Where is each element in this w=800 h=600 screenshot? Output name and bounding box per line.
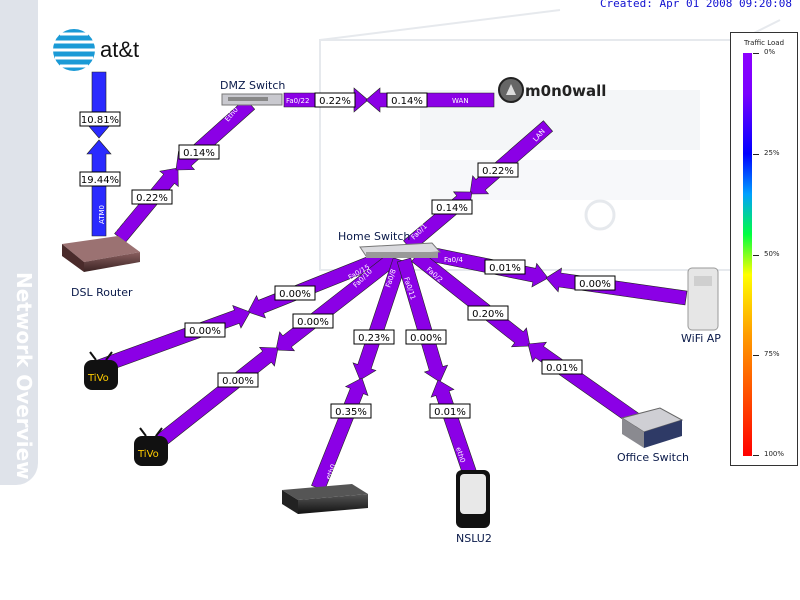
link-label-nslu-a: 0.00% <box>405 329 447 345</box>
link-label-tivo2-b: 0.00% <box>217 372 259 388</box>
link-label-tivo1-a-text: 0.00% <box>279 289 311 300</box>
link-home-box-b[interactable] <box>311 377 369 491</box>
att-globe-icon <box>53 29 95 71</box>
office-switch-node[interactable]: Office Switch <box>617 407 689 464</box>
home-switch-node[interactable]: Home Switch <box>338 230 442 258</box>
sidebar-panel: Network Overview <box>0 0 38 485</box>
link-label-dmz-wall-b-text: 0.14% <box>391 96 423 107</box>
link-label-office-b-text: 0.01% <box>546 363 578 374</box>
link-label-office-a: 0.20% <box>467 305 509 321</box>
tivo-label: TiVo <box>137 449 159 460</box>
dsl-router-node[interactable]: DSL Router <box>62 236 140 299</box>
link-label-box-a-text: 0.23% <box>358 333 390 344</box>
link-label-tivo1-b: 0.00% <box>184 322 226 338</box>
legend-tick-25: 25% <box>764 149 780 157</box>
link-label-box-b-text: 0.35% <box>335 407 367 418</box>
link-label-office-a-text: 0.20% <box>472 309 504 320</box>
link-home-office-a[interactable] <box>411 250 531 348</box>
link-label-wifi-a-text: 0.01% <box>489 263 521 274</box>
link-label-att-out: 10.81% <box>79 111 121 127</box>
port-label-fa0-22: Fa0/22 <box>286 97 309 105</box>
legend-tick-100: 100% <box>764 450 785 458</box>
link-label-wall-home-a: 0.22% <box>477 162 519 178</box>
link-label-wifi-a: 0.01% <box>484 259 526 275</box>
disk-enclosure-icon[interactable] <box>282 484 368 514</box>
link-label-box-a: 0.23% <box>353 329 395 345</box>
legend-tick-50: 50% <box>764 250 780 258</box>
link-home-wifi-b[interactable] <box>545 267 688 306</box>
tivo-label: TiVo <box>87 373 109 384</box>
tivo-icon: TiVo <box>134 427 168 466</box>
legend-tick-0: 0% <box>764 48 776 56</box>
dmz-switch-label: DMZ Switch <box>220 79 285 92</box>
office-switch-label: Office Switch <box>617 451 689 464</box>
port-label-atm0: ATM0 <box>98 205 106 224</box>
link-label-dmz-wall-a: 0.22% <box>314 92 356 108</box>
link-label-router-dmz-a-text: 0.14% <box>183 148 215 159</box>
monowall-label: m0n0wall <box>525 82 606 100</box>
link-label-router-dmz-a: 0.14% <box>178 144 220 160</box>
wifi-ap-label: WiFi AP <box>681 332 721 345</box>
link-home-wifi-a[interactable] <box>418 244 549 288</box>
link-home-nslu-a[interactable] <box>396 257 449 383</box>
link-label-wifi-b: 0.00% <box>574 275 616 291</box>
nslu2-node[interactable]: NSLU2 <box>456 470 492 545</box>
nslu2-label: NSLU2 <box>456 532 492 545</box>
tivo-icon: TiVo <box>84 351 118 390</box>
home-switch-label: Home Switch <box>338 230 410 243</box>
link-label-att-out-text: 10.81% <box>81 115 119 126</box>
wifi-ap-node[interactable]: WiFi AP <box>681 267 721 345</box>
port-label-fa0-4-home: Fa0/4 <box>444 256 463 264</box>
link-label-nslu-b: 0.01% <box>429 403 471 419</box>
legend-mark <box>753 455 759 456</box>
legend-mark <box>753 154 759 155</box>
att-label: at&t <box>100 37 139 62</box>
link-label-nslu-a-text: 0.00% <box>410 333 442 344</box>
link-label-router-dmz-b: 0.22% <box>131 189 173 205</box>
link-label-tivo2-a: 0.00% <box>292 313 334 329</box>
link-att-router-down[interactable] <box>86 71 112 139</box>
link-home-tivo2-b[interactable] <box>149 346 279 452</box>
link-label-nslu-b-text: 0.01% <box>434 407 466 418</box>
link-att-router-up[interactable] <box>86 139 112 237</box>
port-label-wan: WAN <box>452 97 469 105</box>
link-router-dmz-a[interactable] <box>114 167 179 243</box>
link-home-box-a[interactable] <box>352 257 408 381</box>
legend-color-scale <box>743 53 752 456</box>
traffic-load-legend: Traffic Load 0% 25% 50% 75% 100% <box>730 32 798 466</box>
page-title: Network Overview <box>12 272 36 480</box>
link-label-wall-home-b: 0.14% <box>431 199 473 215</box>
link-home-office-b[interactable] <box>527 341 641 427</box>
link-label-tivo1-a: 0.00% <box>274 285 316 301</box>
legend-mark <box>753 255 759 256</box>
legend-mark <box>753 355 759 356</box>
link-label-wall-home-b-text: 0.14% <box>436 203 468 214</box>
dsl-router-label: DSL Router <box>71 286 133 299</box>
link-home-nslu-b[interactable] <box>430 379 478 477</box>
legend-title: Traffic Load <box>743 39 785 47</box>
link-label-dmz-wall-b: 0.14% <box>386 92 428 108</box>
link-label-box-b: 0.35% <box>330 403 372 419</box>
link-label-att-in: 19.44% <box>79 171 121 187</box>
tivo2-node[interactable]: TiVo <box>134 427 168 466</box>
link-label-tivo1-b-text: 0.00% <box>189 326 221 337</box>
link-label-wall-home-a-text: 0.22% <box>482 166 514 177</box>
link-label-office-b: 0.01% <box>541 359 583 375</box>
att-node[interactable]: at&t <box>53 29 139 71</box>
link-label-router-dmz-b-text: 0.22% <box>136 193 168 204</box>
link-label-wifi-b-text: 0.00% <box>579 279 611 290</box>
link-label-tivo2-a-text: 0.00% <box>297 317 329 328</box>
link-label-dmz-wall-a-text: 0.22% <box>319 96 351 107</box>
link-label-att-in-text: 19.44% <box>81 175 119 186</box>
tivo1-node[interactable]: TiVo <box>84 351 118 390</box>
link-home-tivo1-b[interactable] <box>93 304 251 375</box>
legend-tick-75: 75% <box>764 350 780 358</box>
link-label-tivo2-b-text: 0.00% <box>222 376 254 387</box>
dmz-switch-node[interactable]: DMZ Switch <box>220 79 285 106</box>
monowall-node[interactable]: m0n0wall <box>498 77 606 103</box>
legend-mark <box>753 53 759 54</box>
created-timestamp: Created: Apr 01 2008 09:20:08 <box>599 0 792 10</box>
